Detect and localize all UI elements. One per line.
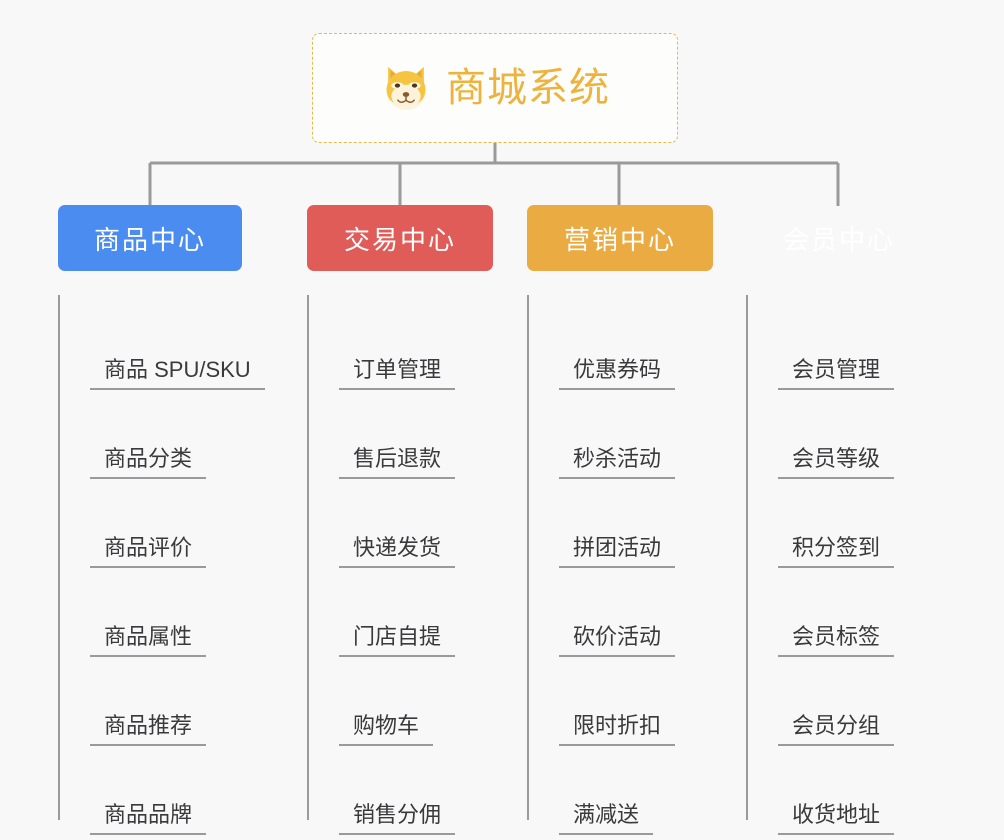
leaf-item-label: 销售分佣 [339, 802, 456, 835]
category-box-1[interactable]: 商品中心 [58, 205, 242, 271]
category-column-4: 会员中心会员管理会员等级积分签到会员标签会员分组收货地址 [746, 205, 932, 835]
leaf-item-label: 砍价活动 [559, 624, 676, 657]
leaf-item-label: 商品属性 [90, 624, 207, 657]
category-box-2[interactable]: 交易中心 [307, 205, 493, 271]
leaf-item-label: 优惠券码 [559, 357, 676, 390]
category-column-3: 营销中心优惠券码秒杀活动拼团活动砍价活动限时折扣满减送 [527, 205, 713, 835]
leaf-item[interactable]: 商品推荐 [58, 657, 242, 746]
leaf-item[interactable]: 商品 SPU/SKU [58, 301, 265, 390]
leaf-item-label: 会员标签 [778, 624, 895, 657]
leaf-item-label: 商品分类 [90, 446, 207, 479]
category-box-4[interactable]: 会员中心 [746, 205, 932, 271]
leaf-item-label: 拼团活动 [559, 535, 676, 568]
leaf-item[interactable]: 会员标签 [746, 568, 932, 657]
leaf-item-label: 快递发货 [339, 535, 456, 568]
leaf-item[interactable]: 售后退款 [307, 390, 493, 479]
leaf-item[interactable]: 门店自提 [307, 568, 493, 657]
trunk-line [746, 295, 748, 820]
leaf-item[interactable]: 商品属性 [58, 568, 242, 657]
leaf-item-label: 会员分组 [778, 713, 895, 746]
category-box-label: 交易中心 [343, 224, 456, 255]
category-column-1: 商品中心商品 SPU/SKU 商品分类商品评价商品属性商品推荐商品品牌 [58, 205, 265, 835]
leaf-item[interactable]: 会员分组 [746, 657, 932, 746]
leaf-item[interactable]: 优惠券码 [527, 301, 713, 390]
leaf-list-1: 商品 SPU/SKU 商品分类商品评价商品属性商品推荐商品品牌 [58, 295, 265, 835]
leaf-item[interactable]: 砍价活动 [527, 568, 713, 657]
leaf-item-label: 商品评价 [90, 535, 207, 568]
leaf-item-label: 商品品牌 [90, 802, 207, 835]
category-column-2: 交易中心订单管理售后退款快递发货门店自提购物车销售分佣 [307, 205, 493, 835]
leaf-item[interactable]: 快递发货 [307, 479, 493, 568]
leaf-list-4: 会员管理会员等级积分签到会员标签会员分组收货地址 [746, 295, 932, 835]
leaf-item-label: 售后退款 [339, 446, 456, 479]
root-node-mall-system[interactable]: 商城系统 [312, 33, 678, 143]
leaf-item-label: 会员管理 [778, 357, 895, 390]
leaf-item-label: 订单管理 [339, 357, 456, 390]
leaf-item[interactable]: 限时折扣 [527, 657, 713, 746]
leaf-item[interactable]: 商品分类 [58, 390, 242, 479]
trunk-line [527, 295, 529, 820]
leaf-item-label: 购物车 [339, 713, 434, 746]
leaf-list-3: 优惠券码秒杀活动拼团活动砍价活动限时折扣满减送 [527, 295, 713, 835]
leaf-item-label: 收货地址 [778, 802, 895, 835]
leaf-item[interactable]: 满减送 [527, 746, 713, 835]
leaf-item-label: 积分签到 [778, 535, 895, 568]
leaf-item[interactable]: 购物车 [307, 657, 493, 746]
leaf-item[interactable]: 秒杀活动 [527, 390, 713, 479]
leaf-item[interactable]: 收货地址 [746, 746, 932, 835]
leaf-item[interactable]: 商品评价 [58, 479, 242, 568]
leaf-item[interactable]: 拼团活动 [527, 479, 713, 568]
leaf-item-label: 限时折扣 [559, 713, 676, 746]
category-box-label: 会员中心 [782, 224, 895, 255]
leaf-item[interactable]: 积分签到 [746, 479, 932, 568]
root-node-label: 商城系统 [446, 66, 610, 110]
shiba-dog-face-icon [380, 62, 432, 114]
trunk-line [307, 295, 309, 820]
leaf-item-label: 满减送 [559, 802, 654, 835]
category-box-3[interactable]: 营销中心 [527, 205, 713, 271]
trunk-line [58, 295, 60, 820]
leaf-item[interactable]: 销售分佣 [307, 746, 493, 835]
leaf-item-label: 秒杀活动 [559, 446, 676, 479]
leaf-item-label: 门店自提 [339, 624, 456, 657]
category-box-label: 商品中心 [93, 224, 206, 255]
leaf-item[interactable]: 会员管理 [746, 301, 932, 390]
leaf-item-label: 商品推荐 [90, 713, 207, 746]
leaf-item[interactable]: 订单管理 [307, 301, 493, 390]
category-box-label: 营销中心 [563, 224, 676, 255]
leaf-item-label: 会员等级 [778, 446, 895, 479]
leaf-item[interactable]: 会员等级 [746, 390, 932, 479]
leaf-item-label: 商品 SPU/SKU [90, 357, 265, 390]
leaf-list-2: 订单管理售后退款快递发货门店自提购物车销售分佣 [307, 295, 493, 835]
leaf-item[interactable]: 商品品牌 [58, 746, 242, 835]
